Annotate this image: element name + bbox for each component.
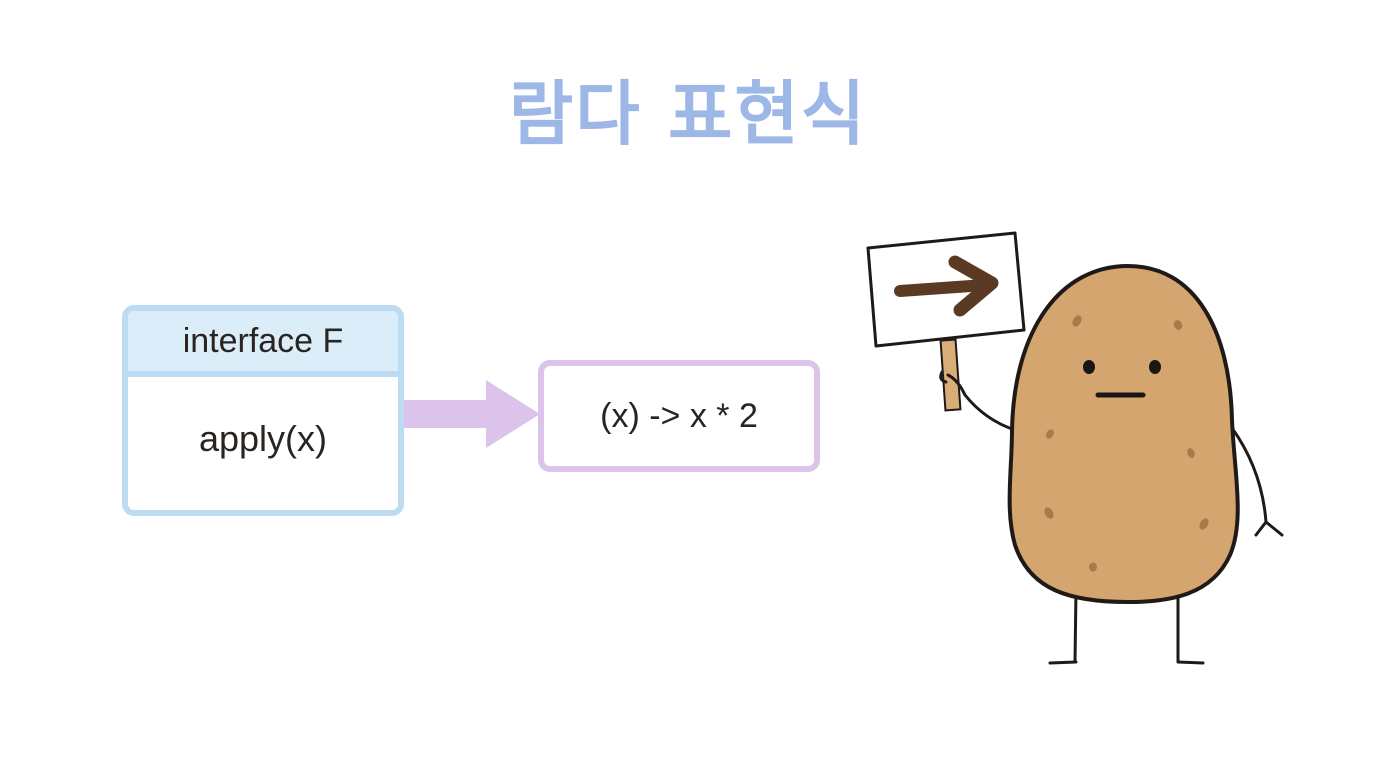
potato-spots <box>1044 315 1209 572</box>
interface-method: apply(x) <box>198 417 328 459</box>
potato-face <box>1083 360 1161 398</box>
interface-header: interface F <box>128 311 398 377</box>
right-arrow-icon <box>894 255 999 317</box>
lambda-box: (x) -> x * 2 <box>538 360 820 472</box>
right-arrow-icon <box>404 380 540 448</box>
interface-box: interface F apply(x) <box>122 305 404 516</box>
potato-legs <box>1048 589 1205 665</box>
potato-left-arm <box>946 373 1017 432</box>
potato-body <box>1007 263 1240 605</box>
sign-board <box>866 231 1026 348</box>
page-title: 람다 표현식 <box>508 73 868 155</box>
potato-right-arm <box>1230 426 1268 524</box>
potato-mascot <box>866 231 1284 665</box>
